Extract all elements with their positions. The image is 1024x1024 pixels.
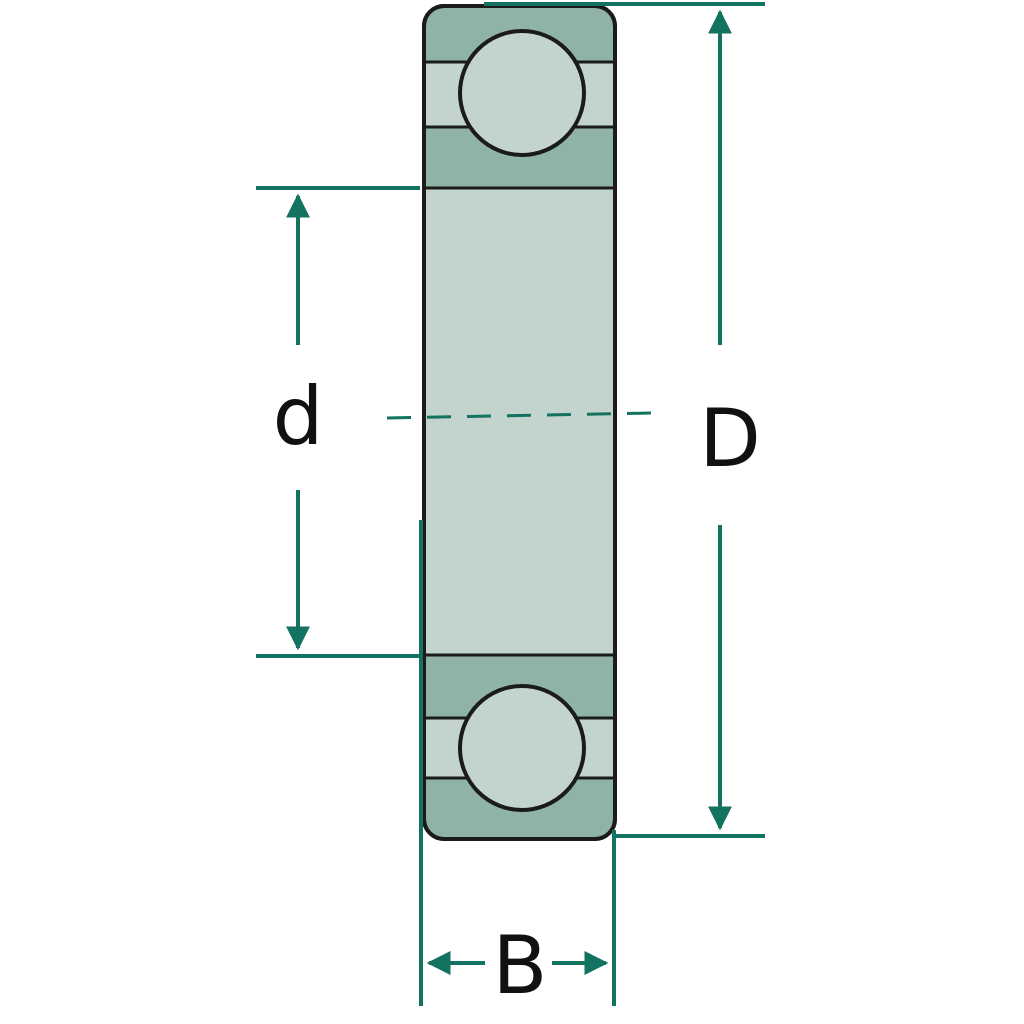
bearing-bore-region	[422, 186, 617, 657]
inner-diameter-dimension: d	[256, 186, 420, 658]
outer-diameter-label: D	[699, 392, 761, 485]
top-ball	[458, 29, 586, 157]
center-line	[386, 411, 653, 420]
outer-diameter-dimension: D	[484, 2, 765, 838]
bearing-cross-section	[422, 4, 617, 841]
inner-diameter-label: d	[273, 370, 324, 463]
width-dimension: B	[419, 520, 616, 1012]
width-label: B	[493, 919, 548, 1012]
bottom-ball	[458, 684, 586, 812]
